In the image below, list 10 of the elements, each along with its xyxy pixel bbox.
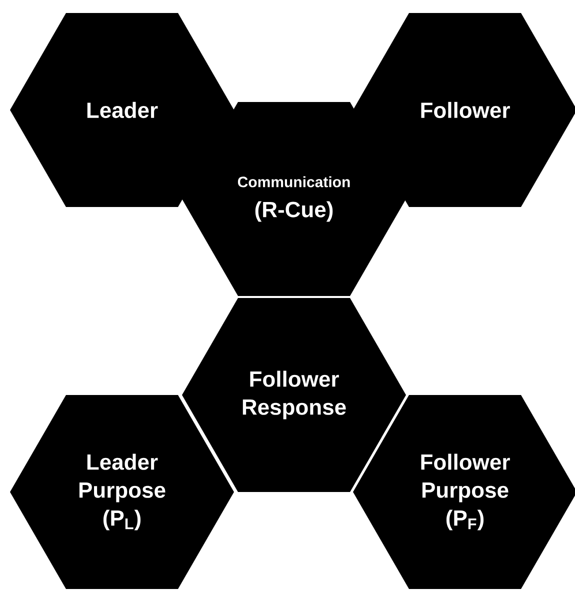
node-label: Follower (421, 102, 510, 118)
hexagon-box: Follower (353, 13, 575, 207)
hexagon-box: Follower Response (182, 298, 406, 492)
node-label: Communication (238, 176, 350, 188)
hexagon-box: Communication (R-Cue) (182, 102, 406, 296)
node-label: (R-Cue) (255, 201, 333, 222)
hexagon-box: Follower Purpose (P$_{F}$) (353, 395, 575, 589)
hexagon-box: Leader (10, 13, 234, 207)
hexagon-box: Leader Purpose (P$_{L}$) (10, 395, 234, 589)
node-label: Leader (87, 102, 158, 118)
